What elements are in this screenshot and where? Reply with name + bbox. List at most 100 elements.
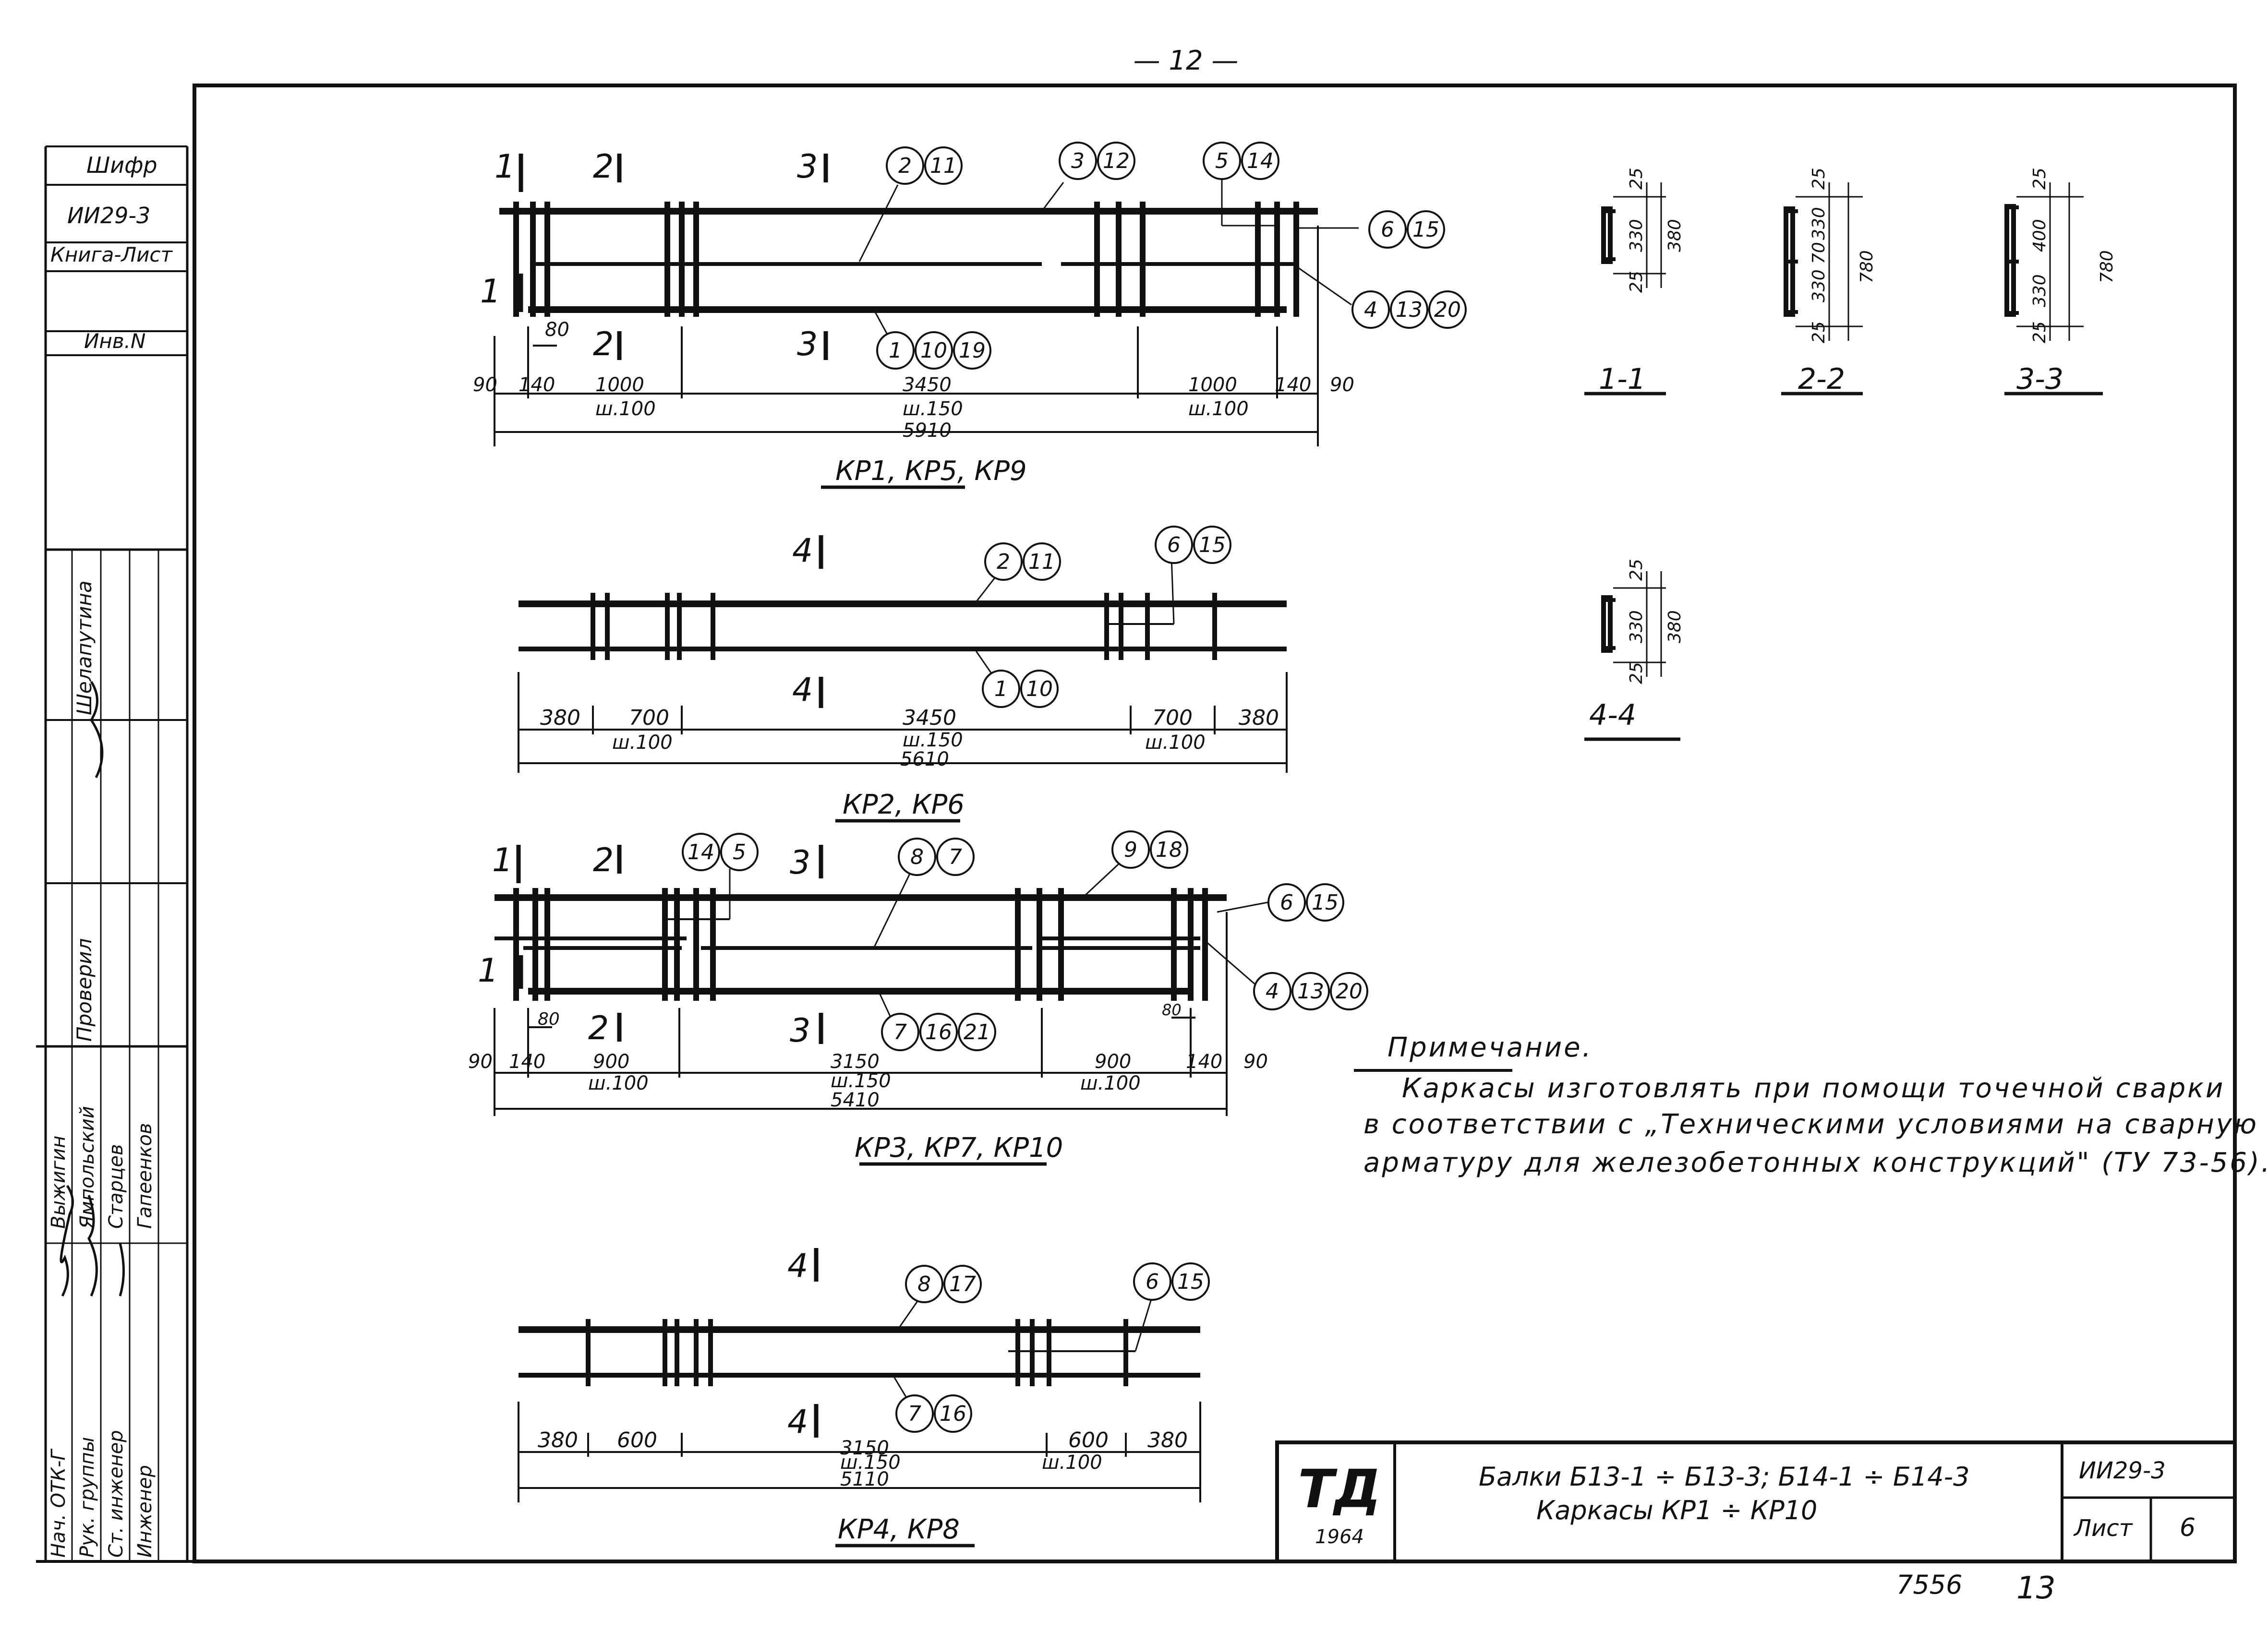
section-mark-2-top: 2	[593, 148, 614, 186]
dim: 90	[468, 1051, 493, 1073]
page-number: — 12 —	[1134, 45, 1239, 76]
callout: 20	[1336, 979, 1363, 1004]
section-mark-4-bottom: 4	[787, 1403, 808, 1441]
name-3: Гапеенков	[134, 1123, 156, 1229]
section-mark-1-top: 1	[492, 841, 513, 879]
title-line-2: Каркасы КР1 ÷ КР10	[1536, 1495, 1817, 1525]
note-line-2: в соответствии с „Техническими условиями…	[1363, 1109, 2259, 1140]
dim: 330	[1809, 207, 1829, 240]
dim: 25	[1627, 168, 1646, 190]
callout: 15	[1177, 1270, 1204, 1294]
section-mark-1-bottom: 1	[480, 273, 501, 311]
name-1: Ямпольский	[76, 1106, 98, 1229]
dim: 330	[1809, 269, 1829, 302]
drawing-frame	[193, 84, 2237, 1563]
section-mark-1-bottom: 1	[478, 952, 498, 990]
dim: 25	[1809, 168, 1829, 190]
title-block	[1275, 1440, 2237, 1563]
dim: 380	[1665, 610, 1685, 643]
callout: 18	[1156, 838, 1182, 862]
callout: 15	[1412, 217, 1439, 242]
sheet-value: 6	[2180, 1513, 2196, 1542]
section-mark-3-bottom: 3	[790, 1012, 810, 1050]
dim: 140	[509, 1051, 545, 1073]
callout: 20	[1434, 298, 1461, 322]
callout: 12	[1103, 149, 1130, 173]
callout: 8	[917, 1272, 931, 1296]
dim: 780	[2097, 250, 2117, 283]
cross-sections	[1584, 182, 2103, 741]
callout: 17	[949, 1272, 976, 1296]
name-2: Старцев	[105, 1144, 127, 1229]
dim: 330	[1627, 610, 1646, 643]
sheet-label: Лист	[2073, 1515, 2134, 1542]
dim: 5910	[903, 420, 952, 442]
frame-caption-kr1: КР1, КР5, КР9	[835, 456, 1027, 487]
dim: 140	[1186, 1051, 1222, 1073]
note-line-3: арматуру для железобетонных конструкций"…	[1363, 1147, 2268, 1178]
dim: 700	[629, 706, 669, 730]
section-label-2-2: 2-2	[1798, 362, 1845, 396]
dim: 330	[1627, 219, 1646, 252]
dim: 5110	[840, 1468, 889, 1490]
section-label-3-3: 3-3	[2016, 362, 2063, 396]
section-mark-1-top: 1	[495, 148, 515, 186]
note-title: Примечание.	[1387, 1032, 1593, 1063]
dim: 25	[2030, 168, 2050, 190]
dim: 3150	[840, 1437, 889, 1459]
dim: 380	[1665, 219, 1685, 252]
bottom-mark-page: 13	[2016, 1571, 2055, 1606]
role-2: Ст. инженер	[105, 1430, 127, 1558]
callout: 15	[1199, 533, 1226, 557]
checked-label: Проверил	[72, 938, 96, 1042]
dim: 330	[2030, 274, 2050, 307]
dim: 780	[1857, 250, 1877, 283]
title-block-code: ИИ29-3	[2079, 1457, 2166, 1484]
callout: 13	[1297, 979, 1324, 1004]
frame-caption-kr3: КР3, КР7, КР10	[855, 1132, 1063, 1164]
frame-caption-kr4: КР4, КР8	[838, 1514, 960, 1545]
dim: 380	[1147, 1428, 1188, 1452]
name-0: Выжигин	[48, 1136, 70, 1229]
dim: 1000	[1188, 374, 1237, 396]
dim: ш.150	[831, 1070, 891, 1092]
callout: 21	[964, 1020, 990, 1044]
section-label-1-1: 1-1	[1599, 362, 1646, 396]
dim: 90	[1330, 374, 1354, 396]
shifr-value: ИИ29-3	[67, 203, 150, 228]
callout: 11	[930, 154, 957, 178]
dim: ш.150	[903, 398, 963, 420]
section-mark-2-bottom: 2	[593, 325, 614, 363]
callout: 5	[733, 840, 746, 864]
dim: ш.100	[1042, 1452, 1102, 1474]
dim: 600	[1068, 1428, 1109, 1452]
dim: 25	[2030, 321, 2050, 343]
shifr-label: Шифр	[86, 152, 157, 178]
callout: 6	[1146, 1270, 1159, 1294]
left-stamp	[36, 145, 189, 1561]
td-logo: ТД	[1298, 1458, 1381, 1520]
dim: 380	[538, 1428, 578, 1452]
callout: 9	[1124, 838, 1137, 862]
frame-kr3	[494, 845, 1268, 1166]
inv-label: Инв.N	[84, 329, 145, 353]
role-3: Инженер	[134, 1465, 156, 1558]
callout: 3	[1071, 149, 1085, 173]
callout: 1	[889, 338, 902, 363]
dim: 5410	[831, 1089, 880, 1111]
callout: 14	[688, 840, 714, 864]
section-mark-3-top: 3	[797, 148, 818, 186]
dim: ш.100	[595, 398, 656, 420]
dim: 380	[540, 706, 580, 730]
section-mark-4-top: 4	[787, 1247, 808, 1285]
section-mark-3-bottom: 3	[797, 325, 818, 363]
role-1: Рук. группы	[76, 1437, 98, 1558]
callout: 2	[997, 550, 1010, 574]
dim: 140	[519, 374, 555, 396]
title-block-year: 1964	[1315, 1526, 1364, 1548]
callout: 4	[1364, 298, 1377, 322]
frame-kr1	[494, 154, 1359, 489]
dim: 140	[1275, 374, 1311, 396]
dim: 900	[593, 1051, 629, 1073]
callout: 6	[1167, 533, 1181, 557]
